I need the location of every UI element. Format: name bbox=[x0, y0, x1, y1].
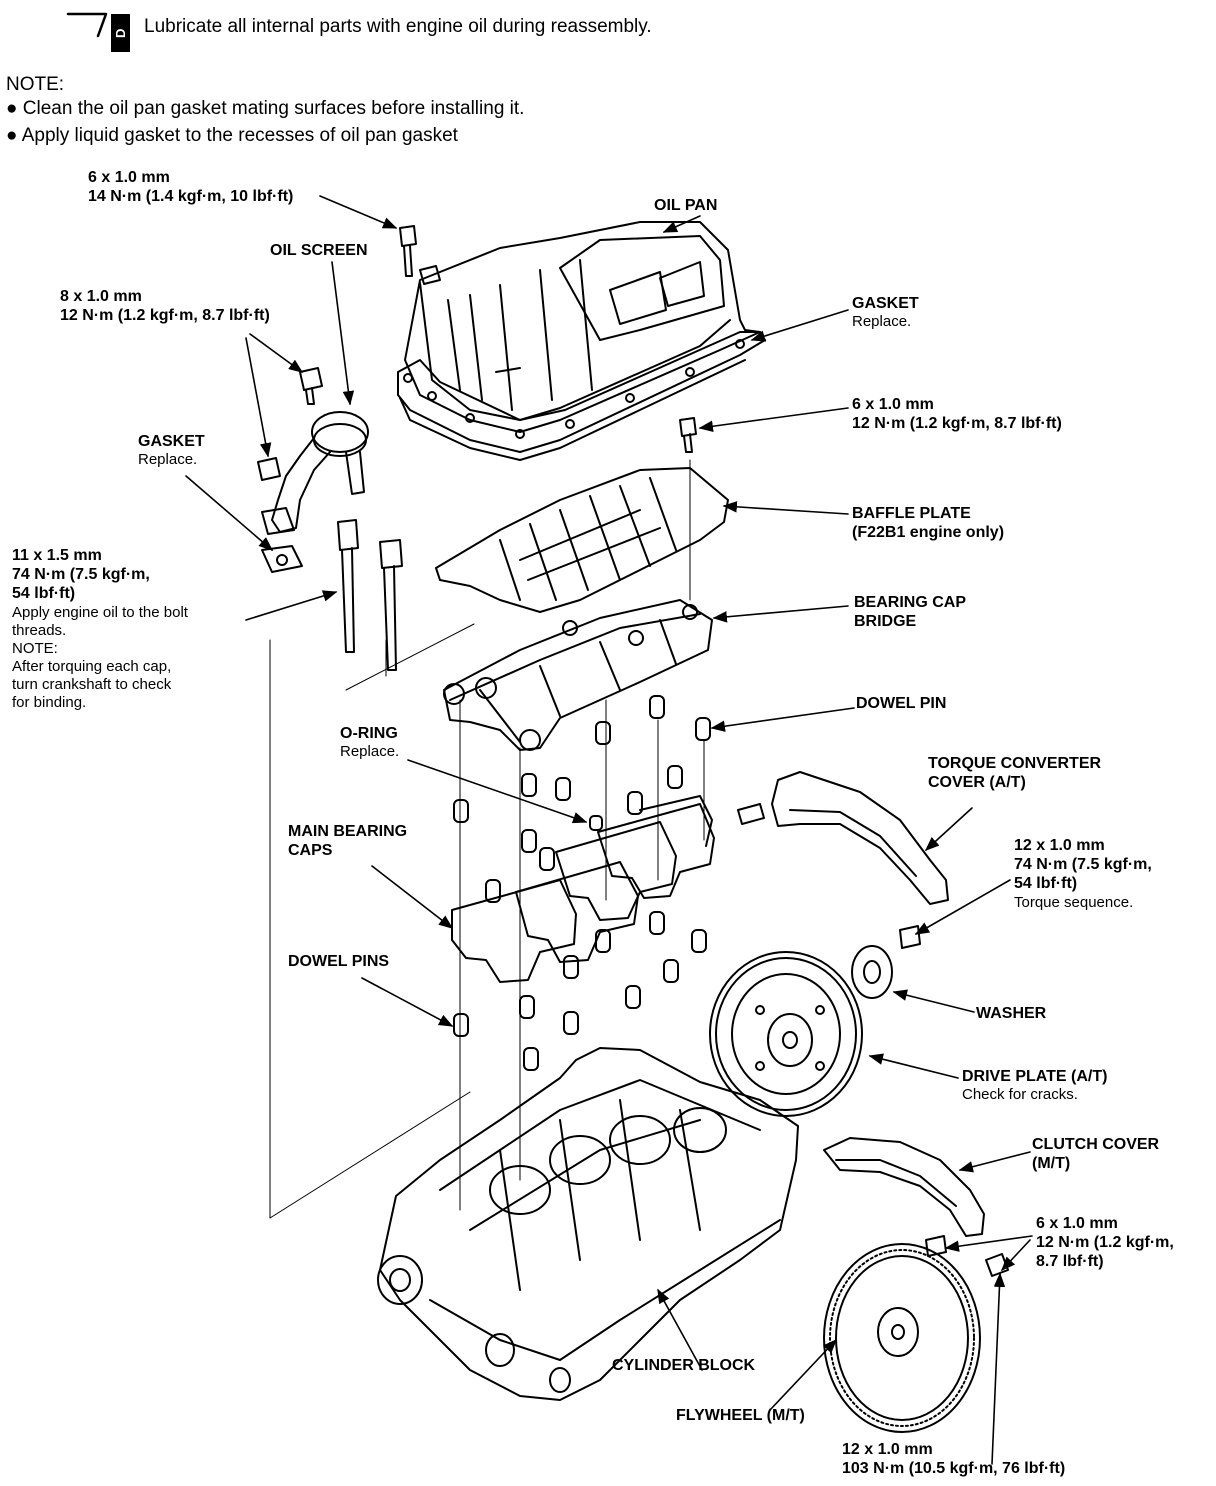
bolt-top-label: 6 x 1.0 mm 14 N·m (1.4 kgf·m, 10 lbf·ft) bbox=[88, 168, 293, 206]
gasket-right-label: GASKET Replace. bbox=[852, 294, 919, 331]
bolt-driveplate-torque-2: 54 lbf·ft) bbox=[1014, 875, 1078, 893]
drive-plate-name: DRIVE PLATE (A/T) bbox=[962, 1068, 1108, 1085]
main-bolt-apply-1: Apply engine oil to the bolt bbox=[12, 603, 188, 621]
leader-lines bbox=[186, 196, 1032, 1464]
bolt-top-torque: 14 N·m (1.4 kgf·m, 10 lbf·ft) bbox=[88, 188, 294, 206]
bolt-top-size: 6 x 1.0 mm bbox=[88, 169, 170, 186]
bolt-clutch-torque-2: 8.7 lbf·ft) bbox=[1036, 1253, 1104, 1271]
oil-pan-label: OIL PAN bbox=[654, 197, 718, 214]
bolt-baffle-torque: 12 N·m (1.2 kgf·m, 8.7 lbf·ft) bbox=[852, 415, 1062, 433]
dowel-pins-label: DOWEL PINS bbox=[288, 953, 390, 970]
flywheel-label: FLYWHEEL (M/T) bbox=[676, 1407, 805, 1424]
note-title: NOTE: bbox=[6, 74, 65, 95]
clutch-cover-line-2: (M/T) bbox=[1032, 1155, 1071, 1173]
drive-plate bbox=[710, 952, 862, 1116]
oil-pan-bolt bbox=[400, 226, 440, 284]
clutch-cover-line-1: CLUTCH COVER bbox=[1032, 1136, 1160, 1153]
bolt-baffle-size: 6 x 1.0 mm bbox=[852, 396, 934, 413]
bolt-driveplate-label: 12 x 1.0 mm 74 N·m (7.5 kgf·m, 54 lbf·ft… bbox=[1014, 836, 1152, 912]
main-bearing-bolts bbox=[338, 520, 402, 670]
bolt-screen-label: 8 x 1.0 mm 12 N·m (1.2 kgf·m, 8.7 lbf·ft… bbox=[60, 287, 270, 325]
baffle-plate-label: BAFFLE PLATE (F22B1 engine only) bbox=[852, 504, 1004, 542]
bolt-clutch-size: 6 x 1.0 mm bbox=[1036, 1215, 1118, 1232]
bolt-flywheel-size: 12 x 1.0 mm bbox=[842, 1441, 933, 1458]
gasket-left-note: Replace. bbox=[138, 451, 198, 469]
bearing-cap-bridge-line-1: BEARING CAP bbox=[854, 594, 967, 611]
bolt-driveplate-size: 12 x 1.0 mm bbox=[1014, 837, 1105, 854]
washer-part bbox=[852, 926, 920, 998]
bolt-flywheel-label: 12 x 1.0 mm 103 N·m (10.5 kgf·m, 76 lbf·… bbox=[842, 1440, 1065, 1478]
bolt-flywheel-torque: 103 N·m (10.5 kgf·m, 76 lbf·ft) bbox=[842, 1460, 1066, 1478]
washer-label: WASHER bbox=[976, 1005, 1047, 1022]
main-bolt-note-1: After torquing each cap, bbox=[12, 657, 172, 675]
torque-converter-cover-line-2: COVER (A/T) bbox=[928, 774, 1026, 792]
gasket-left-label: GASKET Replace. bbox=[138, 432, 205, 469]
main-bolt-note-title: NOTE: bbox=[12, 639, 58, 657]
o-ring-name: O-RING bbox=[340, 725, 398, 742]
bolt-baffle-label: 6 x 1.0 mm 12 N·m (1.2 kgf·m, 8.7 lbf·ft… bbox=[852, 395, 1062, 433]
bolt-screen-size: 8 x 1.0 mm bbox=[60, 288, 142, 305]
gasket-right-note: Replace. bbox=[852, 313, 912, 331]
bolt-driveplate-torque-1: 74 N·m (7.5 kgf·m, bbox=[1014, 856, 1152, 874]
baffle-plate-name: BAFFLE PLATE bbox=[852, 505, 971, 522]
torque-converter-cover bbox=[738, 772, 948, 904]
note-item-2: ● Apply liquid gasket to the recesses of… bbox=[6, 125, 458, 146]
torque-converter-cover-line-1: TORQUE CONVERTER bbox=[928, 755, 1102, 772]
note-item-1: ● Clean the oil pan gasket mating surfac… bbox=[6, 98, 525, 119]
gasket-left-name: GASKET bbox=[138, 433, 205, 450]
cylinder-block bbox=[378, 1048, 798, 1400]
bolt-clutch-label: 6 x 1.0 mm 12 N·m (1.2 kgf·m, 8.7 lbf·ft… bbox=[1036, 1214, 1174, 1272]
main-bearing-caps-line-2: CAPS bbox=[288, 842, 333, 860]
baffle-plate-note: (F22B1 engine only) bbox=[852, 524, 1005, 542]
baffle-plate bbox=[436, 418, 728, 612]
main-bolt-label: 11 x 1.5 mm 74 N·m (7.5 kgf·m, 54 lbf·ft… bbox=[12, 546, 188, 712]
main-bolt-torque-1: 74 N·m (7.5 kgf·m, bbox=[12, 566, 150, 584]
drive-plate-label: DRIVE PLATE (A/T) Check for cracks. bbox=[962, 1067, 1107, 1104]
cylinder-block-label: CYLINDER BLOCK bbox=[612, 1357, 756, 1374]
bolt-clutch-torque-1: 12 N·m (1.2 kgf·m, bbox=[1036, 1234, 1174, 1252]
alignment-lines bbox=[270, 460, 704, 1218]
drive-plate-note: Check for cracks. bbox=[962, 1086, 1078, 1104]
bearing-cap-bridge bbox=[444, 600, 712, 750]
bolt-driveplate-note: Torque sequence. bbox=[1014, 893, 1134, 911]
bearing-cap-bridge-line-2: BRIDGE bbox=[854, 613, 917, 631]
main-bearing-caps-line-1: MAIN BEARING bbox=[288, 823, 408, 840]
o-ring-label: O-RING Replace. bbox=[340, 724, 399, 761]
icon-letter: D bbox=[113, 28, 128, 38]
oil-screen-label: OIL SCREEN bbox=[270, 242, 368, 259]
main-bearing-caps-label: MAIN BEARING CAPS bbox=[288, 822, 407, 860]
main-bolt-size: 11 x 1.5 mm bbox=[12, 547, 102, 564]
dowel-pin-label: DOWEL PIN bbox=[856, 695, 947, 712]
oil-pan bbox=[398, 222, 765, 460]
main-bolt-torque-2: 54 lbf·ft) bbox=[12, 585, 76, 603]
main-bolt-note-3: for binding. bbox=[12, 693, 87, 711]
main-bolt-apply-2: threads. bbox=[12, 621, 67, 639]
flywheel bbox=[824, 1244, 980, 1432]
lubricate-icon bbox=[68, 14, 130, 52]
clutch-cover-label: CLUTCH COVER (M/T) bbox=[1032, 1135, 1159, 1173]
bolt-screen-torque: 12 N·m (1.2 kgf·m, 8.7 lbf·ft) bbox=[60, 307, 270, 325]
clutch-cover bbox=[824, 1138, 1008, 1276]
bearing-cap-bridge-label: BEARING CAP BRIDGE bbox=[854, 593, 966, 631]
lubricate-instruction: Lubricate all internal parts with engine… bbox=[144, 16, 652, 37]
torque-converter-cover-label: TORQUE CONVERTER COVER (A/T) bbox=[928, 754, 1101, 792]
gasket-right-name: GASKET bbox=[852, 295, 919, 312]
oil-screen bbox=[258, 368, 368, 572]
main-bolt-note-2: turn crankshaft to check bbox=[12, 675, 172, 693]
main-bearing-caps bbox=[452, 796, 714, 982]
o-ring-note: Replace. bbox=[340, 743, 400, 761]
